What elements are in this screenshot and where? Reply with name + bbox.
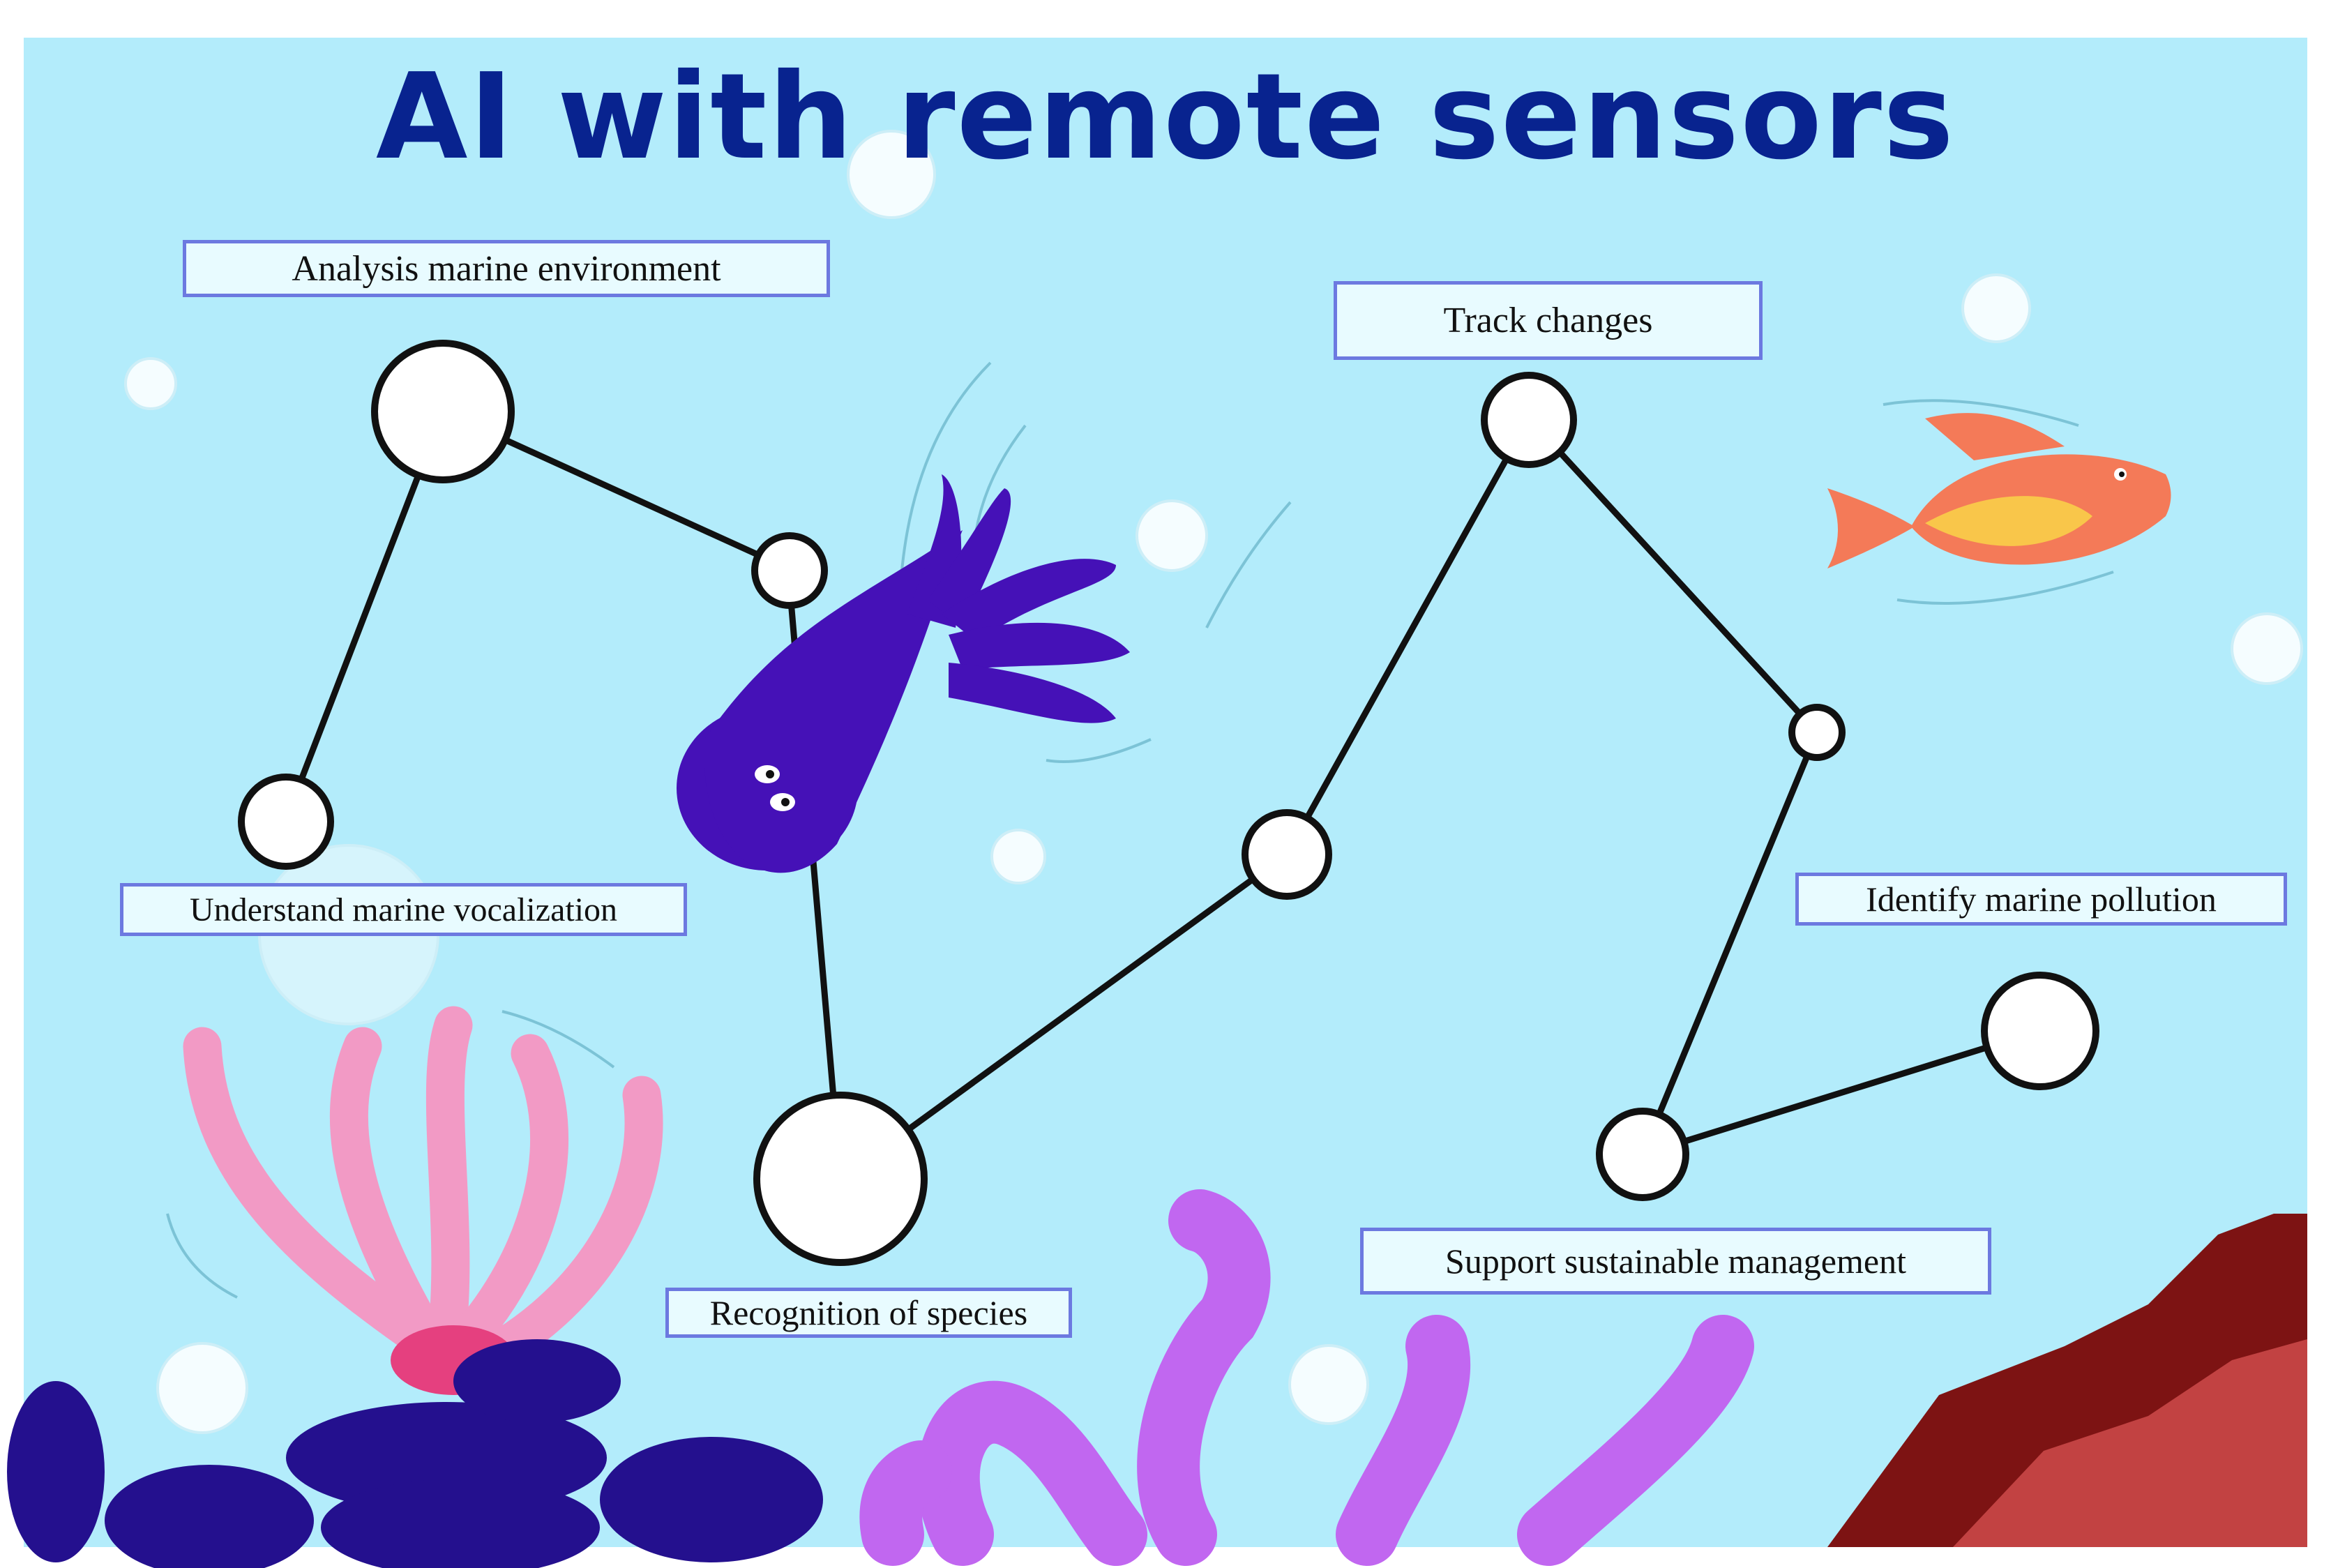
node [753, 1092, 928, 1266]
water-currents [166, 361, 2114, 1299]
pink-coral [183, 1006, 663, 1380]
label-text: Recognition of species [709, 1293, 1028, 1332]
node [1981, 972, 2099, 1090]
node [238, 774, 334, 870]
network-nodes [238, 340, 2099, 1266]
bubble [124, 357, 177, 410]
node [1788, 704, 1846, 761]
label-text: Track changes [1443, 301, 1653, 340]
bubble [990, 829, 1046, 884]
label-identify-marine-pollution: Identify marine pollution [1795, 873, 2287, 926]
label-understand-marine-vocalization: Understand marine vocalization [120, 883, 687, 936]
purple-coral [859, 1189, 1754, 1566]
red-rock-inner [1953, 1339, 2307, 1547]
bubble [156, 1342, 248, 1434]
bubble [1961, 273, 2031, 343]
diagram-title: AI with remote sensors [375, 48, 1956, 186]
label-support-sustainable-management: Support sustainable management [1360, 1228, 1991, 1295]
label-track-changes: Track changes [1334, 281, 1763, 360]
node [1242, 809, 1332, 900]
label-text: Support sustainable management [1445, 1242, 1906, 1281]
node [1596, 1108, 1689, 1201]
node [751, 532, 828, 609]
fish [1827, 413, 2171, 568]
octopus [677, 474, 1130, 873]
bubble [847, 130, 936, 219]
bubble [1288, 1344, 1369, 1425]
bubble [1136, 499, 1208, 572]
bubble [2231, 612, 2303, 685]
node [1481, 372, 1577, 468]
label-recognition-of-species: Recognition of species [665, 1288, 1072, 1338]
label-analysis-marine-environment: Analysis marine environment [183, 240, 830, 297]
label-text: Analysis marine environment [292, 248, 721, 289]
node [371, 340, 515, 483]
label-text: Understand marine vocalization [189, 891, 618, 928]
label-text: Identify marine pollution [1866, 880, 2217, 919]
rocks [7, 1339, 823, 1568]
